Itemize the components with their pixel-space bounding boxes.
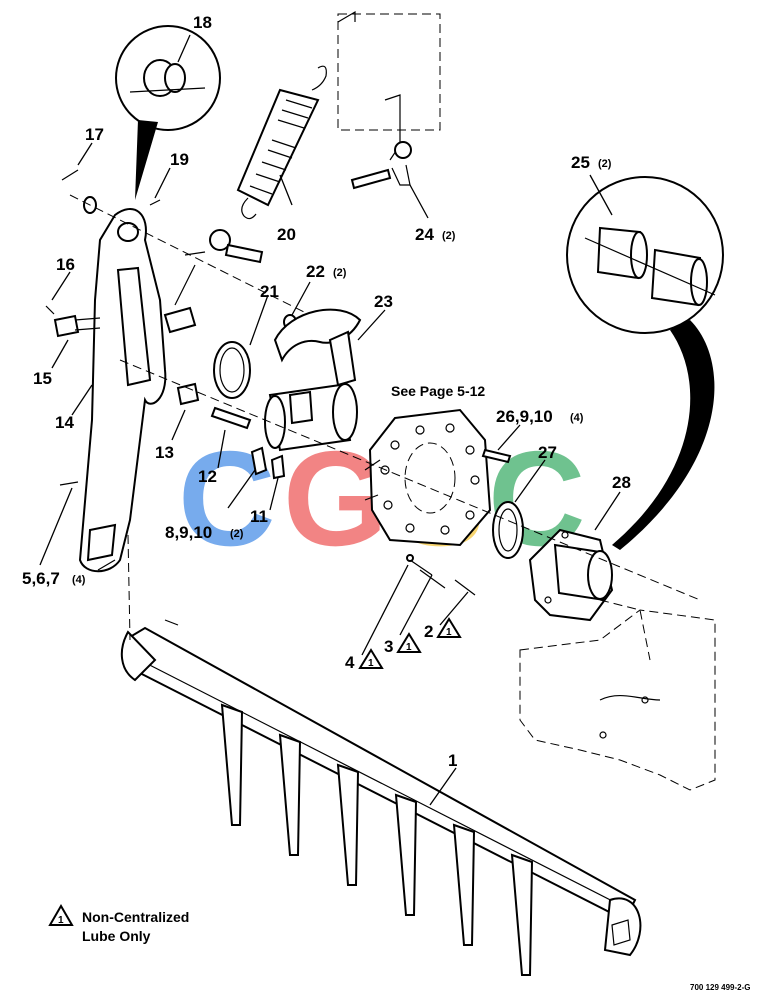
part-1-tine-bar [120, 534, 642, 976]
callout-23: 23 [374, 292, 393, 311]
qty-8-9-10: (2) [230, 528, 244, 540]
leader-lines [39, 34, 621, 806]
drawing-number: 700 129 499-2-G [690, 983, 751, 992]
lube-triangle-4 [358, 648, 384, 669]
watermark-letter-c1: C [178, 423, 276, 574]
callout-21: 21 [260, 282, 279, 301]
detail-circle-25 [566, 176, 724, 550]
callout-20: 20 [277, 225, 296, 244]
callout-22: 22 [306, 262, 325, 281]
callout-18: 18 [193, 13, 212, 32]
lube-triangle-4-num: 1 [368, 658, 374, 669]
lube-triangle-2 [436, 617, 462, 638]
lube-triangle-3 [396, 632, 422, 653]
qty-5-6-7: (4) [72, 574, 86, 586]
qty-22: (2) [333, 267, 347, 279]
flange-plate [364, 408, 492, 547]
callout-4: 4 [345, 653, 355, 672]
detail-circle-18 [115, 25, 221, 200]
legend-line-2: Lube Only [82, 928, 151, 944]
part-23-clamp [273, 308, 362, 387]
qty-24: (2) [442, 230, 456, 242]
callout-11: 11 [250, 507, 268, 526]
part-28-bearing [528, 528, 614, 622]
grease-fittings [406, 448, 512, 596]
callout-25: 25 [571, 153, 590, 172]
pins-11-12-13 [176, 382, 286, 480]
part-14-arm [59, 208, 167, 573]
callout-15: 15 [33, 369, 52, 388]
frame-section [519, 599, 716, 791]
lube-triangle-3-num: 1 [406, 642, 412, 653]
small-hardware-left [45, 169, 341, 338]
part-20-spring [236, 65, 327, 220]
callout-19: 19 [170, 150, 189, 169]
part-24-bracket [337, 10, 441, 190]
qty-26-9-10: (4) [570, 412, 584, 424]
callout-27: 27 [538, 443, 557, 462]
callout-1: 1 [448, 751, 457, 770]
callout-16: 16 [56, 255, 75, 274]
callout-2: 2 [424, 622, 433, 641]
callout-17: 17 [85, 125, 104, 144]
legend-triangle-num: 1 [58, 915, 64, 926]
callout-5-6-7: 5,6,7 [22, 569, 60, 588]
see-page-reference: See Page 5-12 [391, 383, 485, 399]
callout-14: 14 [55, 413, 74, 432]
legend-line-1: Non-Centralized [82, 909, 189, 925]
legend: 1 Non-Centralized Lube Only [48, 904, 189, 944]
shaft-centerline [119, 359, 701, 601]
callout-13: 13 [155, 443, 174, 462]
central-link-hardware [163, 229, 297, 334]
callout-12: 12 [198, 467, 217, 486]
legend-triangle [48, 904, 74, 926]
callout-26-9-10: 26,9,10 [496, 407, 553, 426]
center-collar [264, 383, 358, 452]
callout-24: 24 [415, 225, 434, 244]
lube-triangle-2-num: 1 [446, 627, 452, 638]
callout-8-9-10: 8,9,10 [165, 523, 212, 542]
part-27-ring [492, 501, 524, 559]
callout-3: 3 [384, 637, 393, 656]
part-21-ring [213, 341, 251, 399]
callout-28: 28 [612, 473, 631, 492]
qty-25: (2) [598, 158, 612, 170]
